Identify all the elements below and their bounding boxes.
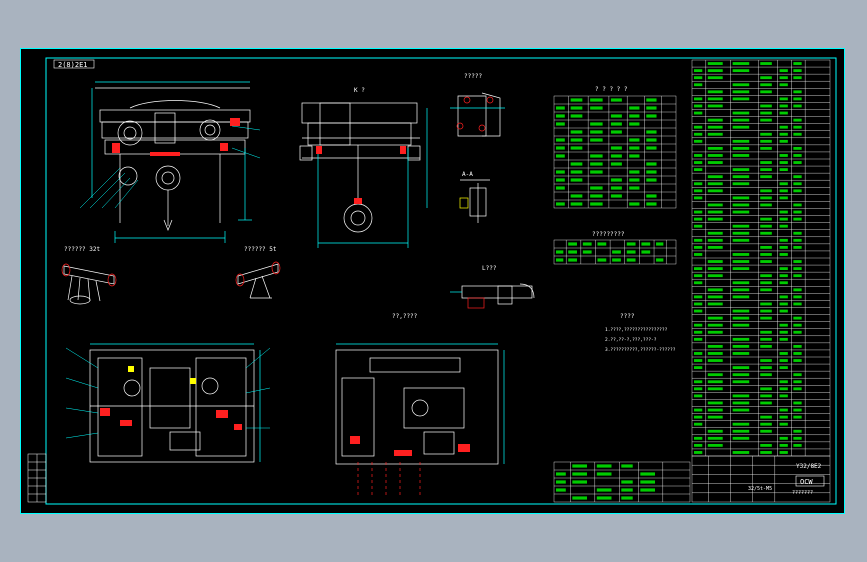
tech-note-1: 1.????,???????????????? <box>605 327 668 333</box>
revision-table-left <box>27 453 47 503</box>
red-marks-k <box>316 146 406 204</box>
red-centerlines-mid <box>357 462 421 498</box>
bill-of-materials <box>691 59 831 457</box>
drawing-number: Y32/8E2 <box>796 463 822 470</box>
view-bottom-mid-label: ??,???? <box>392 313 418 320</box>
detail-view-top-right <box>450 92 505 137</box>
detail-l-view <box>450 283 535 309</box>
yellow-marks-plan-left <box>128 366 196 384</box>
plan-view-mid <box>335 343 505 465</box>
material: 32/5t-M5 <box>748 486 772 492</box>
company-logo: OCW <box>795 475 825 487</box>
tech-note-2: 2.??,??-?,???,???-? <box>605 337 657 343</box>
side-view-k <box>299 102 428 248</box>
frame-label: 2(8)2E1 <box>58 61 88 69</box>
spec-table <box>553 239 677 265</box>
leader-lines-main <box>79 125 261 209</box>
section-aa-view <box>459 179 490 223</box>
company-name: ??????? <box>792 490 813 496</box>
view-right-small-label: ?????? 5t <box>244 246 277 253</box>
red-marks-plan-mid <box>350 436 470 456</box>
outer-frame <box>20 48 845 514</box>
parts-table <box>553 95 677 209</box>
title-block-table <box>553 455 831 503</box>
section-aa-label: A-A <box>462 171 473 178</box>
cad-drawing: 2(8)2E1 K ? <box>20 48 845 514</box>
tech-note-3: 3.??????????,??????-?????? <box>605 347 676 353</box>
leader-lines-plan-left <box>65 347 271 439</box>
tech-notes-title: ???? <box>620 313 635 320</box>
plan-view-left <box>89 343 261 463</box>
svg-text:OCW: OCW <box>800 478 813 486</box>
view-top-right-label: ????? <box>464 73 482 80</box>
rope-schematic-32t <box>61 263 117 305</box>
view-k-label: K ? <box>354 87 365 94</box>
table-title-2: ????????? <box>592 231 625 238</box>
table-title-1: ? ? ? ? ? <box>595 86 628 93</box>
view-detail-label: L??? <box>482 265 497 272</box>
drawing-sheet: 2(8)2E1 K ? <box>20 48 845 514</box>
inner-frame <box>45 57 837 505</box>
view-left-small-label: ?????? 32t <box>64 246 101 253</box>
rope-schematic-5t <box>235 261 281 299</box>
red-marks-main <box>112 118 240 156</box>
main-elevation-view <box>91 81 252 243</box>
red-marks-plan-left <box>100 408 242 430</box>
